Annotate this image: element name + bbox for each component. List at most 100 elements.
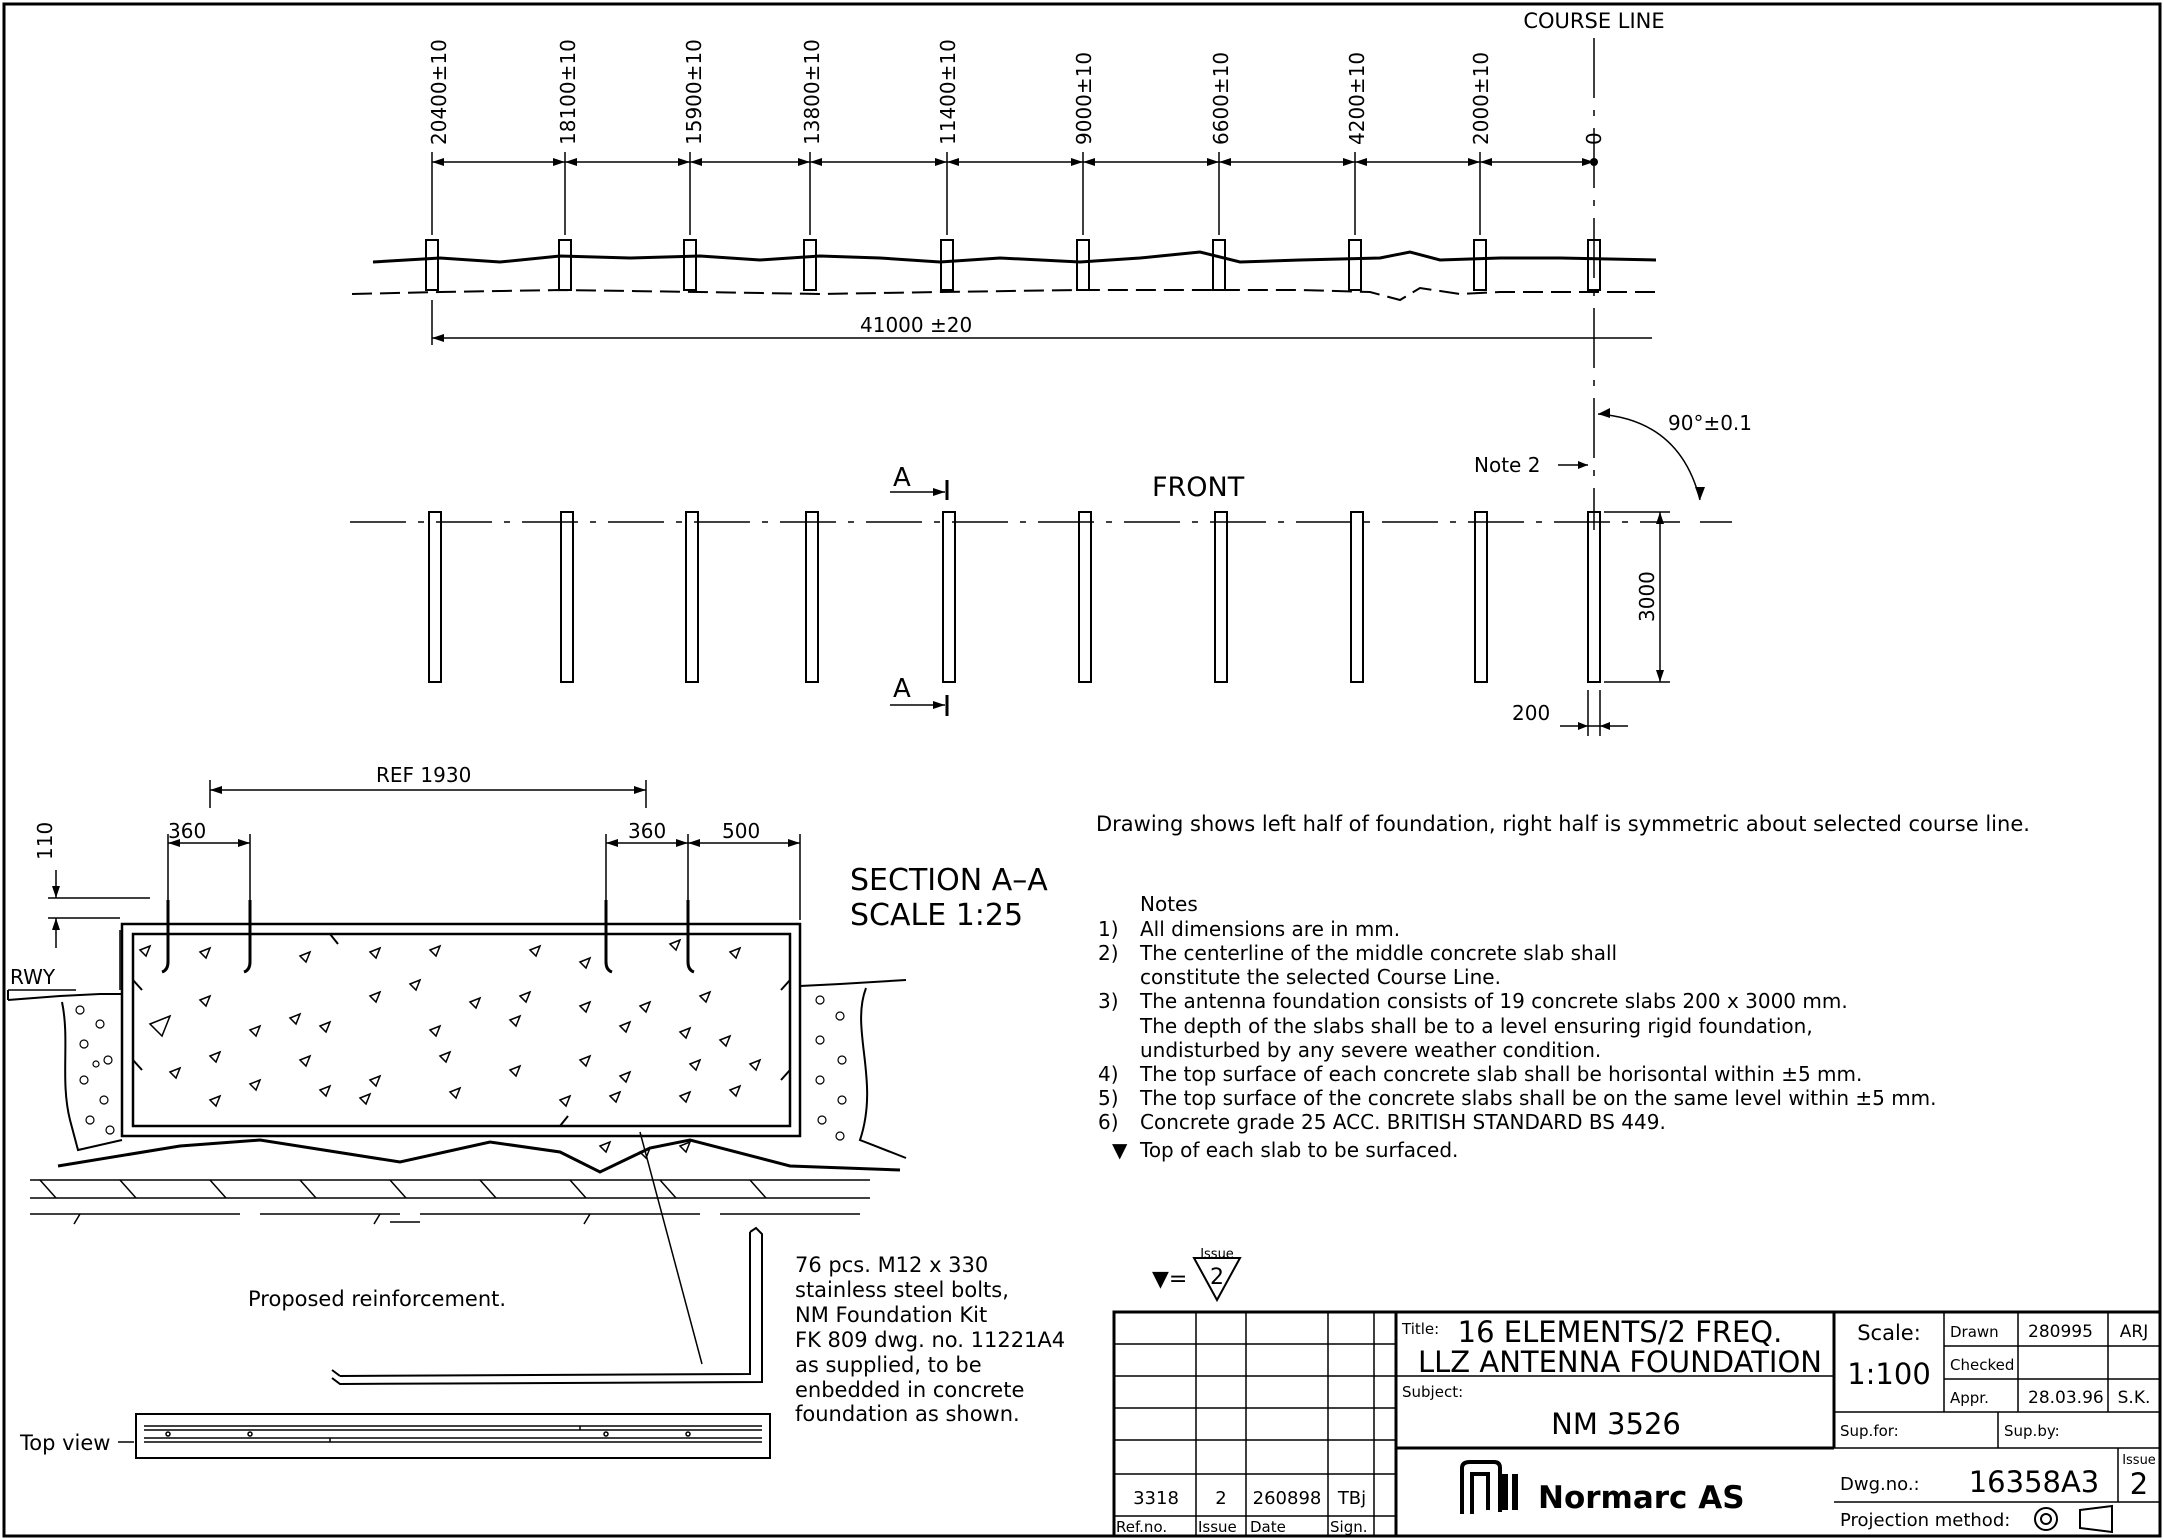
callout-line: foundation as shown.: [795, 1402, 1020, 1426]
angle-label: 90°±0.1: [1668, 411, 1752, 435]
checked-label: Checked: [1950, 1356, 2014, 1374]
dwgno-label: Dwg.no.:: [1840, 1474, 1920, 1495]
supfor-label: Sup.for:: [1840, 1422, 1899, 1440]
slab-plans: [428, 511, 1601, 683]
slab-elevations: [425, 239, 1601, 291]
drawn-sign: ARJ: [2120, 1322, 2148, 1342]
section-mark-bottom: A: [893, 674, 911, 704]
normarc-logo: Normarc AS: [1460, 1460, 1745, 1516]
ground-hatching: [30, 1179, 870, 1225]
issue-value: 2: [2130, 1467, 2148, 1501]
position-label: 11400±10: [936, 39, 960, 145]
concrete-block: [120, 922, 802, 1138]
note-text: All dimensions are in mm.: [1140, 917, 1400, 941]
projection-label: Projection method:: [1840, 1510, 2010, 1531]
revision-ref: 3318: [1133, 1488, 1179, 1509]
callout-line: NM Foundation Kit: [795, 1303, 987, 1327]
top-view-frame: [135, 1413, 771, 1459]
note-text: The depth of the slabs shall be to a lev…: [1139, 1014, 1813, 1038]
drawn-label: Drawn: [1950, 1323, 1999, 1341]
issue-label: Issue: [2122, 1453, 2156, 1468]
notes-block: Notes 1) All dimensions are in mm. 2) Th…: [1098, 892, 1937, 1162]
ground-profile: [372, 250, 1657, 264]
revision-sign: TBj: [1337, 1488, 1366, 1509]
dim-500: 500: [722, 819, 760, 843]
position-label: 20400±10: [427, 39, 451, 145]
position-label: 13800±10: [800, 39, 824, 145]
reinforcement-outline: [131, 932, 792, 1128]
title-block: 3318 2 260898 TBj Ref.no. Issue Date Sig…: [1112, 1310, 2162, 1538]
callout-line: as supplied, to be: [795, 1353, 982, 1377]
front-label: FRONT: [1152, 472, 1245, 503]
position-label: 18100±10: [556, 39, 580, 145]
rebar-ties: [132, 933, 791, 1127]
note-number: 1): [1098, 917, 1119, 941]
aggregate-hatching: [138, 938, 762, 1160]
position-label: 2000±10: [1469, 52, 1493, 145]
slab-bottom-profile: [351, 286, 1660, 302]
callout-leader: [639, 1131, 703, 1365]
issue-symbol: ▼= Issue 2: [1152, 1247, 1242, 1303]
note-text: The top surface of each concrete slab sh…: [1139, 1062, 1862, 1086]
note-2-ref: Note 2: [1474, 453, 1540, 477]
company-name: Normarc AS: [1538, 1480, 1745, 1516]
issue-symbol-label: Issue: [1200, 1247, 1234, 1262]
issue-symbol-prefix: ▼=: [1152, 1267, 1187, 1292]
rev-header-sign: Sign.: [1330, 1518, 1368, 1536]
dim-360-right: 360: [628, 819, 666, 843]
symmetry-statement: Drawing shows left half of foundation, r…: [1096, 812, 2030, 836]
note-text: Top of each slab to be surfaced.: [1139, 1138, 1458, 1162]
supby-label: Sup.by:: [2004, 1422, 2060, 1440]
revision-issue: 2: [1215, 1488, 1226, 1509]
note-text: Concrete grade 25 ACC. BRITISH STANDARD …: [1140, 1110, 1666, 1134]
position-label: 0: [1582, 132, 1606, 145]
top-view-label: Top view: [19, 1431, 110, 1455]
revision-grid: [1114, 1312, 1396, 1536]
rwy-label: RWY: [10, 965, 56, 989]
projection-symbol: [2034, 1504, 2113, 1534]
note-symbol: ▼: [1112, 1138, 1128, 1162]
soil-right: [799, 979, 907, 1159]
appr-date: 28.03.96: [2028, 1388, 2104, 1408]
note-number: 6): [1098, 1110, 1119, 1134]
section-scale: SCALE 1:25: [850, 898, 1023, 933]
top-view: COURSE LINE 20400±10 18100±10 15900±10 1…: [350, 9, 1752, 736]
course-line-label: COURSE LINE: [1523, 9, 1664, 33]
position-label: 15900±10: [682, 39, 706, 145]
reinforcement-label: Proposed reinforcement.: [248, 1287, 506, 1311]
chain-arrows: [432, 158, 1594, 166]
subject-label: Subject:: [1402, 1383, 1463, 1401]
top-view-rebars: [144, 1425, 762, 1443]
angle-arc: [1597, 413, 1701, 501]
soil-right-hatching: [815, 995, 847, 1141]
title-line-1: 16 ELEMENTS/2 FREQ.: [1458, 1315, 1783, 1349]
soil-left-hatching: [75, 1005, 115, 1135]
note-number: 5): [1098, 1086, 1119, 1110]
ref-dimension: REF 1930: [376, 763, 471, 787]
position-labels: 20400±10 18100±10 15900±10 13800±10 1140…: [427, 39, 1606, 145]
callout-line: FK 809 dwg. no. 11221A4: [795, 1328, 1065, 1352]
slab-length: 3000: [1635, 571, 1659, 622]
title-line-2: LLZ ANTENNA FOUNDATION: [1418, 1345, 1822, 1379]
overall-length: 41000 ±20: [860, 313, 972, 337]
section-title: SECTION A–A: [850, 863, 1048, 898]
scale-value: 1:100: [1847, 1357, 1931, 1391]
dwgno-value: 16358A3: [1969, 1465, 2100, 1499]
note-text: The top surface of the concrete slabs sh…: [1139, 1086, 1937, 1110]
rev-header-issue: Issue: [1198, 1518, 1237, 1536]
section-mark-top: A: [893, 463, 911, 493]
dim-360-left: 360: [168, 819, 206, 843]
note-text: constitute the selected Course Line.: [1140, 965, 1501, 989]
appr-sign: S.K.: [2118, 1388, 2151, 1408]
excavation-profile: [57, 1138, 901, 1174]
extension-lines: [431, 152, 1481, 235]
note-text: The centerline of the middle concrete sl…: [1139, 941, 1617, 965]
soil-left: [7, 993, 123, 1152]
callout-line: enbedded in concrete: [795, 1378, 1024, 1402]
scale-label: Scale:: [1857, 1321, 1921, 1345]
dim-110: 110: [33, 822, 57, 860]
note-number: 2): [1098, 941, 1119, 965]
position-label: 6600±10: [1209, 52, 1233, 145]
issue-symbol-number: 2: [1210, 1265, 1224, 1290]
